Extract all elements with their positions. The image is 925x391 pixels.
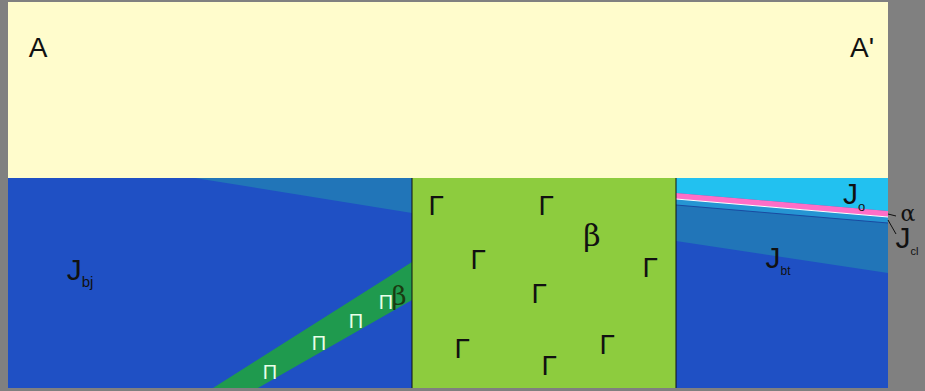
unit-index: Jbt bbox=[765, 243, 790, 277]
unit-index: Jo bbox=[843, 179, 865, 213]
unit-index: Jbj bbox=[67, 255, 94, 289]
bathonian-wedge bbox=[195, 178, 412, 213]
contact-line bbox=[412, 178, 413, 388]
section-end: A bbox=[29, 34, 48, 62]
bathonian-layer bbox=[676, 178, 888, 273]
contact-line bbox=[676, 178, 677, 388]
section-end: A' bbox=[850, 34, 874, 62]
rock-symbol: β bbox=[583, 221, 600, 251]
stock bbox=[412, 178, 676, 388]
pattern-symbol: П bbox=[379, 292, 393, 312]
unit-index: Jcl bbox=[896, 223, 919, 257]
pattern-symbol: П bbox=[349, 311, 363, 331]
pattern-symbol: Г bbox=[541, 352, 556, 380]
pattern-symbol: Г bbox=[538, 192, 553, 220]
leader-line bbox=[888, 214, 896, 216]
pattern-symbol: Г bbox=[454, 335, 469, 363]
sky bbox=[8, 2, 888, 179]
pattern-symbol: Г bbox=[470, 246, 485, 274]
pattern-symbol: Г bbox=[599, 331, 614, 359]
pattern-symbol: П bbox=[312, 333, 326, 353]
pattern-symbol: Г bbox=[531, 280, 546, 308]
bajocian-layer bbox=[8, 178, 888, 388]
dike bbox=[213, 262, 412, 388]
rock-symbol: β bbox=[391, 283, 406, 309]
pattern-symbol: Г bbox=[642, 254, 657, 282]
leader-line bbox=[888, 220, 896, 234]
pattern-symbol: Г bbox=[428, 192, 443, 220]
pattern-symbol: П bbox=[263, 362, 277, 382]
